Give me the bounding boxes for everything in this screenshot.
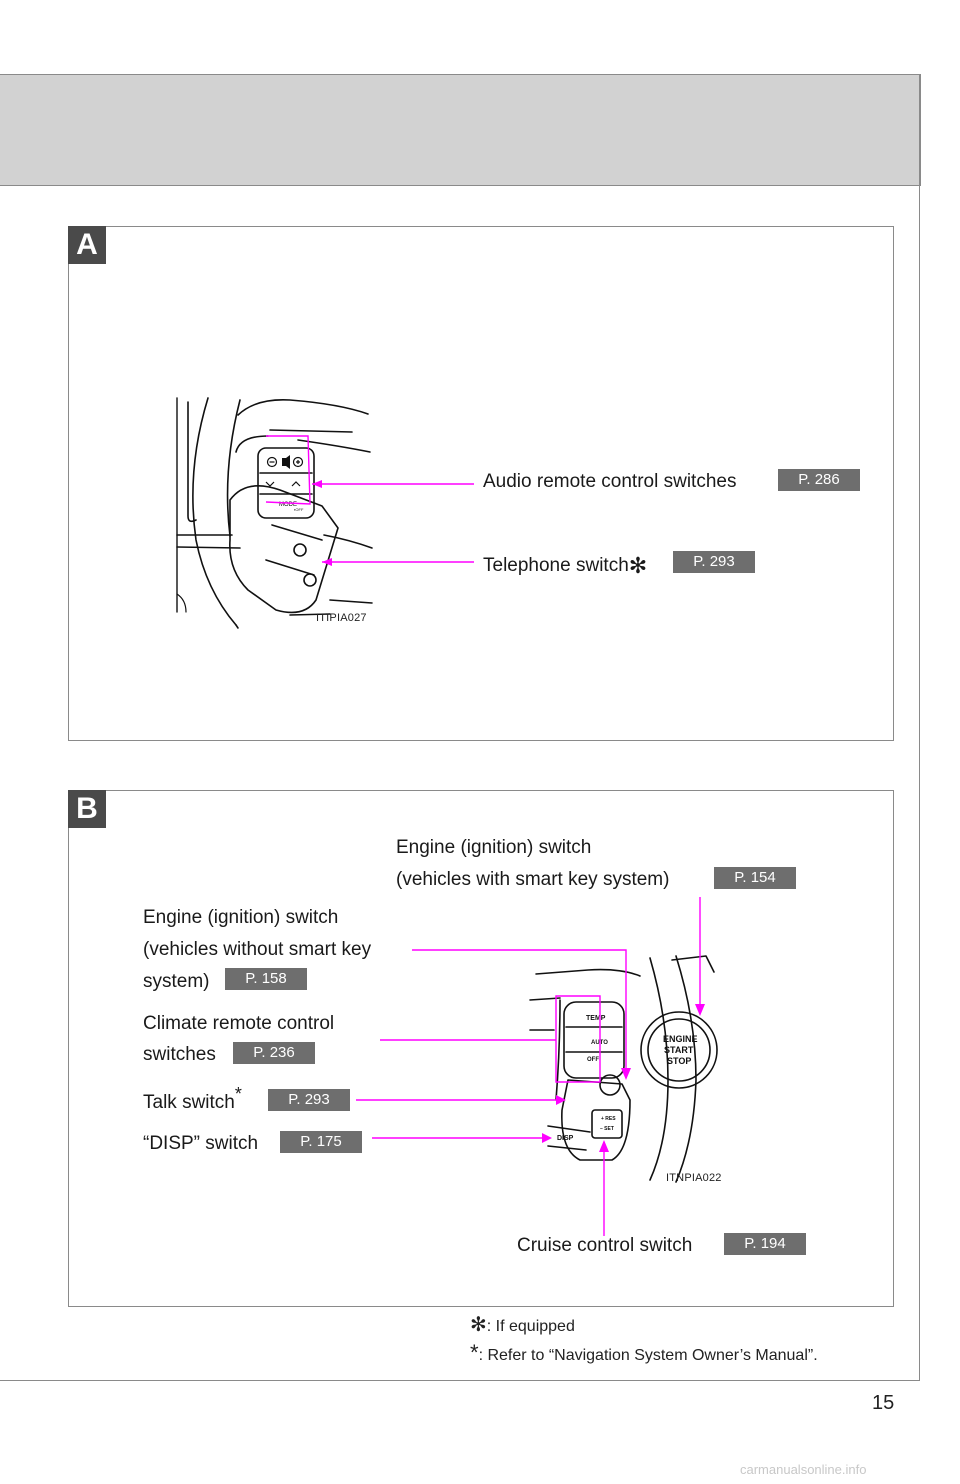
cruise-page-ref[interactable]: P. 194	[724, 1233, 806, 1255]
engine-nosmart-line1: Engine (ignition) switch	[143, 907, 339, 928]
switch-icons-a: MODE ▪OFF	[265, 455, 304, 512]
talk-switch-text: Talk switch	[143, 1092, 235, 1113]
disp-switch-label: “DISP” switch	[143, 1133, 259, 1154]
header-band	[0, 74, 921, 186]
svg-text:DISP: DISP	[557, 1135, 574, 1142]
steering-wheel-illustration-a	[176, 397, 373, 629]
page-number: 15	[872, 1392, 895, 1414]
watermark: carmanualsonline.info	[740, 1462, 867, 1477]
section-tab-b: B	[68, 790, 106, 828]
engine-smart-line1: Engine (ignition) switch	[396, 837, 592, 858]
footnote-if-equipped: ✻: If equipped	[470, 1312, 575, 1337]
audio-page-ref[interactable]: P. 286	[778, 469, 860, 491]
figure-code-a: ITIPIA027	[316, 612, 367, 624]
telephone-switch-label: Telephone switch✻	[483, 552, 647, 578]
section-tab-a: A	[68, 226, 106, 264]
svg-text:MODE: MODE	[279, 502, 297, 508]
audio-remote-label: Audio remote control switches	[483, 471, 737, 492]
talk-page-ref[interactable]: P. 293	[268, 1089, 350, 1111]
leader-lines-b	[356, 897, 705, 1236]
page-bottom-rule	[0, 1380, 920, 1381]
engine-nosmart-line2: (vehicles without smart key	[143, 939, 372, 960]
telephone-page-ref[interactable]: P. 293	[673, 551, 755, 573]
cruise-control-label: Cruise control switch	[517, 1235, 693, 1256]
svg-text:▪OFF: ▪OFF	[294, 507, 304, 512]
footnote-equipped-text: : If equipped	[486, 1318, 575, 1335]
svg-text:TEMP: TEMP	[586, 1015, 606, 1022]
telephone-switch-text: Telephone switch	[483, 555, 629, 576]
if-equipped-mark: ✻	[628, 553, 648, 578]
svg-text:OFF: OFF	[587, 1057, 599, 1063]
engine-smart-page-ref[interactable]: P. 154	[714, 867, 796, 889]
disp-page-ref[interactable]: P. 175	[280, 1131, 362, 1153]
climate-page-ref[interactable]: P. 236	[233, 1042, 315, 1064]
svg-text:ENGINE: ENGINE	[663, 1034, 698, 1044]
page-right-rule	[919, 74, 920, 1380]
nav-manual-mark: *	[234, 1084, 242, 1104]
climate-line1: Climate remote control	[143, 1013, 335, 1034]
svg-text:START: START	[664, 1045, 694, 1055]
engine-smart-line2: (vehicles with smart key system)	[396, 869, 670, 890]
footnote-equipped-mark: ✻	[470, 1314, 487, 1336]
footnote-nav-mark: *	[470, 1340, 479, 1365]
climate-line2: switches	[143, 1044, 216, 1065]
figure-code-b: ITNPIA022	[666, 1172, 722, 1184]
steering-wheel-illustration-b	[529, 955, 718, 1183]
talk-switch-label: Talk switch*	[143, 1084, 242, 1115]
leader-lines-a	[265, 435, 474, 566]
svg-text:+ RES: + RES	[601, 1116, 616, 1122]
svg-text:– SET: – SET	[600, 1126, 614, 1132]
footnote-nav-manual: *: Refer to “Navigation System Owner’s M…	[470, 1340, 818, 1366]
engine-nosmart-page-ref[interactable]: P. 158	[225, 968, 307, 990]
svg-text:STOP: STOP	[667, 1056, 691, 1066]
footnote-nav-text: : Refer to “Navigation System Owner’s Ma…	[478, 1347, 818, 1364]
panel-a	[68, 226, 894, 741]
engine-nosmart-line3: system)	[143, 971, 210, 992]
